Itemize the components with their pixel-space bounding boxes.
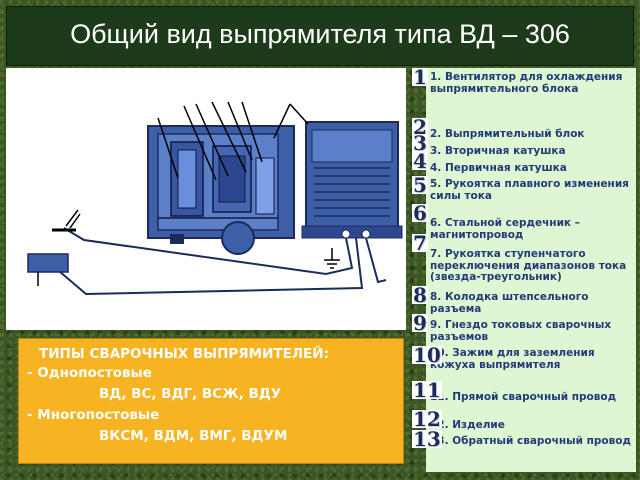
rectifier-front-unit xyxy=(301,121,403,239)
legend-number: 5 xyxy=(412,173,428,197)
legend-number: 10 xyxy=(412,343,442,367)
legend-number: 11 xyxy=(412,378,442,402)
legend-number: 3 xyxy=(412,131,428,155)
ground-symbol xyxy=(324,248,340,269)
legend-item: 2. Выпрямительный блок xyxy=(430,128,585,140)
types-multi-label: - Многопостовые xyxy=(27,407,160,423)
legend-number: 9 xyxy=(412,311,428,335)
legend-item: 7. Рукоятка ступенчатого переключения ди… xyxy=(430,248,627,283)
legend-item: 9. Гнездо токовых сварочных разъемов xyxy=(430,319,612,343)
types-single-list: ВД, ВС, ВДГ, ВСЖ, ВДУ xyxy=(99,386,282,402)
rectifier-diagram xyxy=(6,68,406,330)
title-bar: Общий вид выпрямителя типа ВД – 306 xyxy=(6,6,634,66)
legend-item: 5. Рукоятка плавного изменения силы тока xyxy=(430,178,629,202)
legend-item: 1. Вентилятор для охлаждения выпрямитель… xyxy=(430,71,623,95)
legend-number: 12 xyxy=(412,407,442,431)
legend-number: 2 xyxy=(412,115,428,139)
legend-number: 4 xyxy=(412,149,428,173)
types-single-label: - Однопостовые xyxy=(27,365,152,381)
legend-item: 12. Изделие xyxy=(430,419,505,431)
workpiece xyxy=(27,253,69,286)
types-title: ТИПЫ СВАРОЧНЫХ ВЫПРЯМИТЕЛЕЙ: xyxy=(39,346,329,362)
legend-item: 10. Зажим для заземления кожуха выпрямит… xyxy=(430,347,595,371)
legend-item: 3. Вторичная катушка xyxy=(430,145,566,157)
legend-number: 7 xyxy=(412,231,428,255)
legend-item: 11. Прямой сварочный провод xyxy=(430,391,617,403)
legend-number: 8 xyxy=(412,283,428,307)
legend-number: 6 xyxy=(412,201,428,225)
component-legend: 1. Вентилятор для охлаждения выпрямитель… xyxy=(426,68,636,472)
page-title: Общий вид выпрямителя типа ВД – 306 xyxy=(70,19,570,49)
legend-item: 8. Колодка штепсельного разъема xyxy=(430,291,589,315)
legend-number: 13 xyxy=(412,427,442,451)
legend-number: 1 xyxy=(412,65,428,89)
legend-item: 4. Первичная катушка xyxy=(430,162,567,174)
rectifier-open-unit xyxy=(147,125,295,255)
rectifier-types-box: ТИПЫ СВАРОЧНЫХ ВЫПРЯМИТЕЛЕЙ: - Однопосто… xyxy=(18,338,404,464)
electrode-holder xyxy=(52,209,81,232)
types-multi-list: ВКСМ, ВДМ, ВМГ, ВДУМ xyxy=(99,428,288,444)
legend-item: 6. Стальной сердечник – магнитопровод xyxy=(430,217,580,241)
legend-item: 13. Обратный сварочный провод xyxy=(430,435,631,447)
welding-rectifier-diagram-icon xyxy=(27,101,403,296)
